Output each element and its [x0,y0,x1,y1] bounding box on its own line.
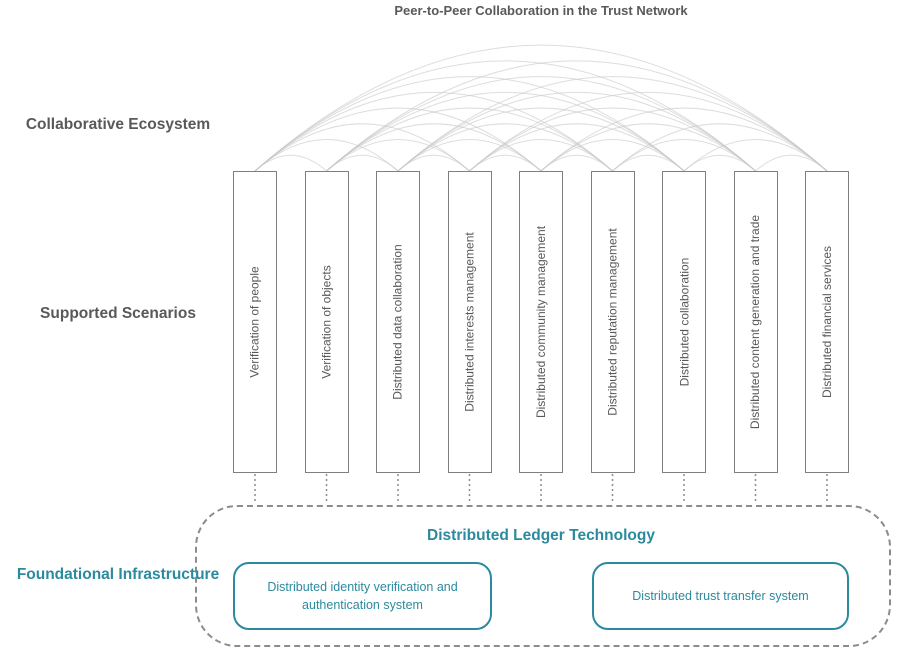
scenario-bar-label: Distributed community management [534,225,548,419]
scenario-bar: Verification of people [233,171,277,473]
scenario-bar-label: Verification of people [248,266,263,378]
foundation-box-identity-verification: Distributed identity verification and au… [233,562,492,630]
scenario-bar: Verification of objects [304,171,349,473]
scenario-bar-label: Distributed interests management [462,232,477,412]
scenario-bar-label: Distributed collaboration [677,257,691,387]
scenario-bar: Distributed content generation and trade [733,171,778,473]
scenario-bar-label: Verification of objects [319,265,334,379]
foundation-dashed-container [195,505,891,647]
scenario-bar-label: Distributed content generation and trade [748,214,763,430]
scenario-bar: Distributed data collaboration [376,171,420,473]
scenario-bar: Distributed financial services [805,171,849,473]
scenario-bar-label: Distributed data collaboration [391,244,405,400]
section-label-collaborative-ecosystem: Collaborative Ecosystem [25,116,211,133]
scenario-bar: Distributed community management [519,171,563,473]
scenario-bar: Distributed collaboration [662,171,706,473]
section-label-foundational-infrastructure: Foundational Infrastructure [16,566,220,583]
section-label-supported-scenarios: Supported Scenarios [40,305,196,322]
scenario-bar-label: Distributed reputation management [605,228,620,416]
foundation-box-trust-transfer: Distributed trust transfer system [592,562,849,630]
scenario-bar-label: Distributed financial services [820,245,834,399]
diagram-title: Peer-to-Peer Collaboration in the Trust … [394,3,688,18]
foundation-heading: Distributed Ledger Technology [427,527,655,544]
scenario-bar: Distributed reputation management [590,171,635,473]
scenario-bar: Distributed interests management [447,171,492,473]
